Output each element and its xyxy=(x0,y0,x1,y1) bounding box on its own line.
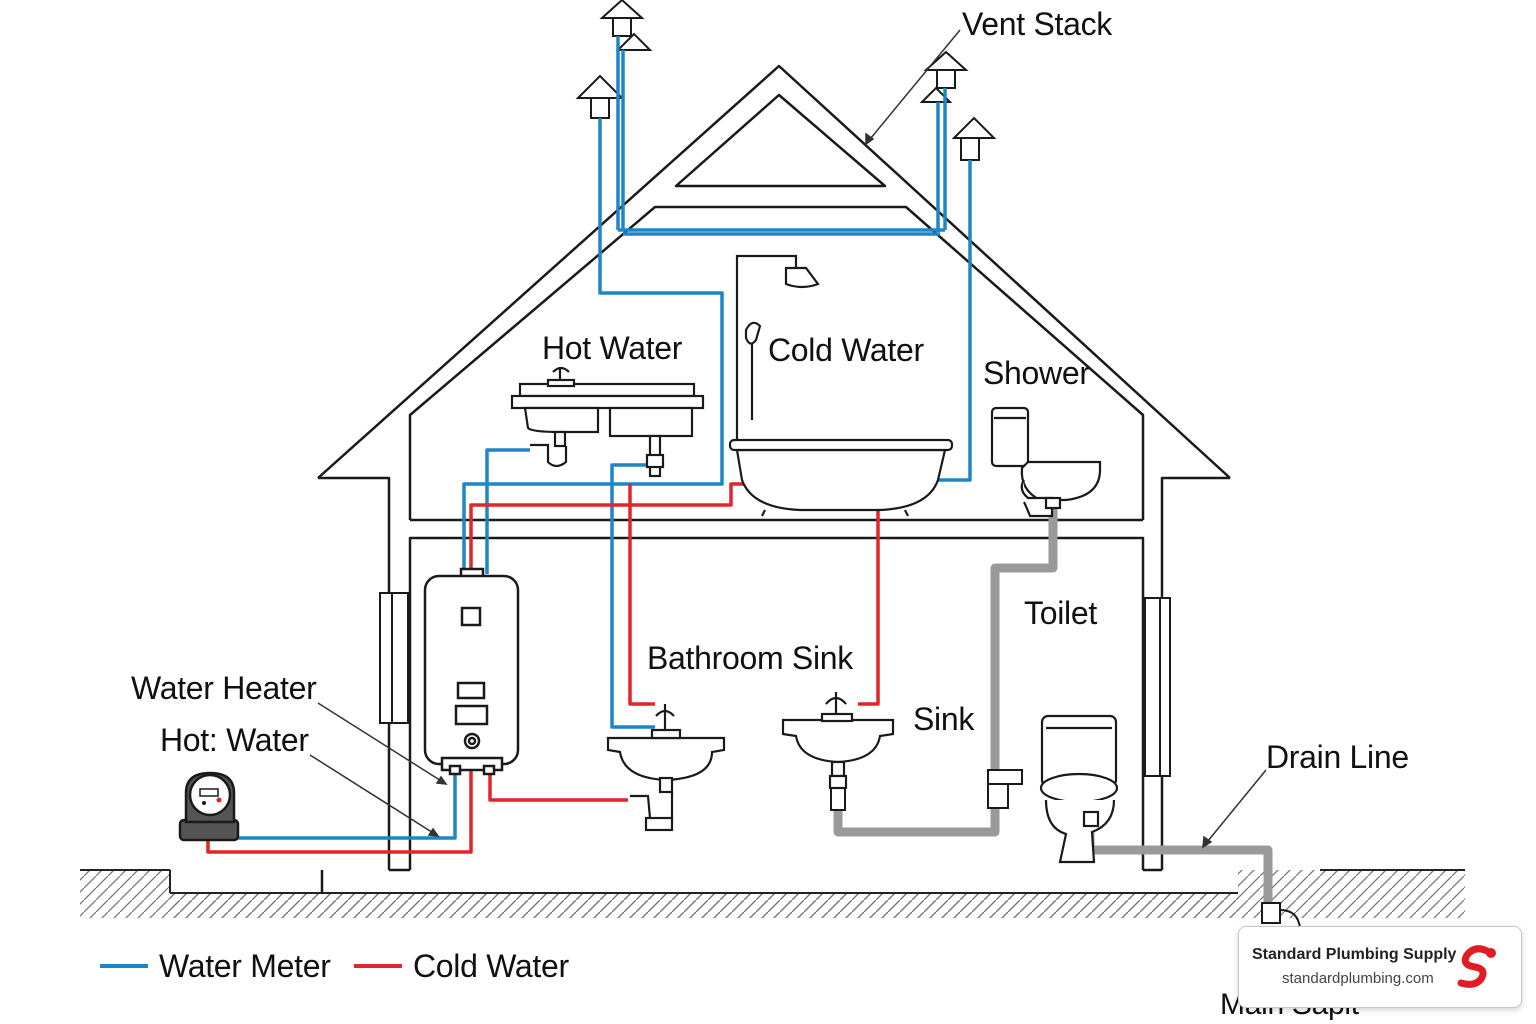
leader-lines xyxy=(309,29,1267,849)
brand-name: Standard Plumbing Supply xyxy=(1252,946,1457,963)
toilet-label: Toilet xyxy=(1024,595,1097,631)
water-heater-label: Water Heater xyxy=(131,670,317,706)
sink-label: Sink xyxy=(913,701,975,737)
legend-cold-water-label: Cold Water xyxy=(413,948,569,984)
water-heater xyxy=(423,567,520,776)
vent-stack-label: Vent Stack xyxy=(962,6,1112,42)
legend-water-meter-label: Water Meter xyxy=(159,948,331,984)
brand-card[interactable]: Standard Plumbing Supply standardplumbin… xyxy=(1238,926,1522,1008)
lower-toilet xyxy=(1039,714,1119,864)
upper-toilet xyxy=(990,406,1102,518)
window-left xyxy=(379,592,409,724)
legend-blue-line xyxy=(100,964,148,968)
bathroom-sink-label: Bathroom Sink xyxy=(647,640,853,676)
cold-water-top-label: Cold Water xyxy=(768,332,924,368)
shower-label: Shower xyxy=(983,355,1090,391)
red-pipes xyxy=(206,482,880,854)
drain-line-label: Drain Line xyxy=(1266,739,1409,775)
drain-fittings xyxy=(830,769,1301,929)
bathtub xyxy=(728,438,954,517)
water-meter xyxy=(178,771,240,842)
hot-water-left-label: Hot: Water xyxy=(160,722,309,758)
shower-fixture xyxy=(735,254,820,440)
sink-fixture xyxy=(781,692,895,790)
blue-pipes xyxy=(235,36,972,840)
brand-url[interactable]: standardplumbing.com xyxy=(1282,970,1434,987)
window-right xyxy=(1144,597,1171,777)
ground xyxy=(80,869,1465,918)
hot-water-top-label: Hot Water xyxy=(542,330,683,366)
legend-red-line xyxy=(354,964,402,968)
double-sink xyxy=(510,366,705,478)
vent-caps xyxy=(575,0,997,161)
bathroom-sink-fixture xyxy=(606,704,726,832)
brand-logo-icon xyxy=(1457,945,1496,988)
